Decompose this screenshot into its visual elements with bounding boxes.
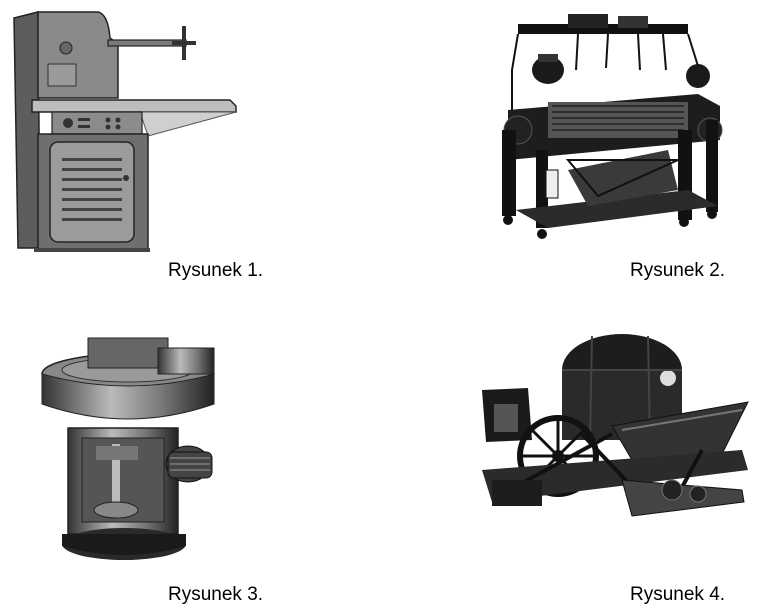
machine-3-illustration	[41, 337, 215, 560]
machine-4-illustration	[482, 334, 749, 517]
machine-1-illustration	[13, 11, 237, 252]
figure-1-image	[8, 8, 243, 256]
figure-3-image	[18, 334, 218, 570]
figure-1-caption: Rysunek 1.	[168, 260, 264, 281]
figure-3-caption: Rysunek 3.	[168, 584, 264, 605]
machine-2-illustration	[502, 14, 723, 239]
figure-2-image	[488, 10, 728, 248]
figure-2-caption: Rysunek 2.	[630, 260, 726, 281]
figure-4-caption: Rysunek 4.	[630, 584, 726, 605]
figure-4-image	[472, 330, 754, 570]
